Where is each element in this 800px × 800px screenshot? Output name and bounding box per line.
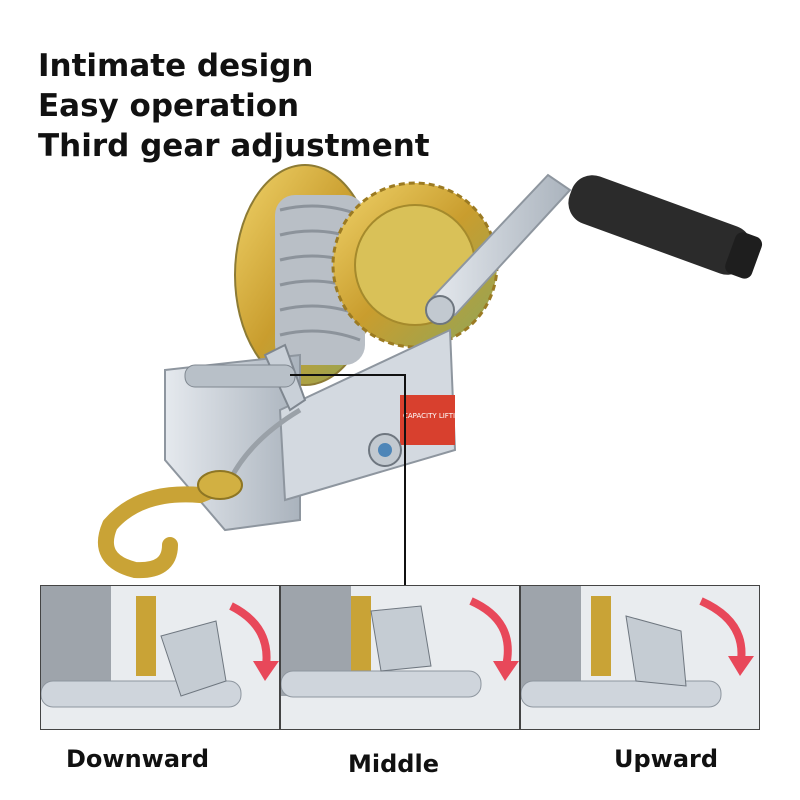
side-plate bbox=[278, 328, 457, 502]
hand-winch-icon: CAPACITY LIFTING bbox=[98, 164, 763, 585]
crank-handle bbox=[568, 175, 763, 279]
hook-icon bbox=[98, 470, 243, 579]
capacity-sticker bbox=[400, 395, 455, 445]
headline: Intimate design Easy operation Third gea… bbox=[38, 46, 430, 166]
pawl-closeup bbox=[160, 620, 227, 697]
headline-line-1: Intimate design bbox=[38, 48, 314, 84]
caption-middle: Middle bbox=[348, 750, 439, 778]
sticker-text: CAPACITY LIFTING bbox=[403, 412, 466, 420]
panel-upward bbox=[520, 585, 760, 730]
callout-line bbox=[290, 374, 406, 585]
nut-upper bbox=[425, 295, 455, 325]
arrow-icon bbox=[229, 602, 271, 667]
panel-middle bbox=[280, 585, 520, 730]
cable-lead bbox=[227, 407, 302, 482]
headline-line-3: Third gear adjustment bbox=[38, 128, 430, 164]
arrow-icon bbox=[469, 597, 512, 667]
arrow-icon bbox=[699, 597, 746, 662]
panel-downward bbox=[40, 585, 280, 730]
cable-closeup bbox=[41, 586, 111, 696]
caption-downward: Downward bbox=[66, 745, 210, 773]
winch-shaft bbox=[184, 364, 296, 388]
headline-line-2: Easy operation bbox=[38, 88, 300, 124]
caption-upward: Upward bbox=[614, 745, 719, 773]
